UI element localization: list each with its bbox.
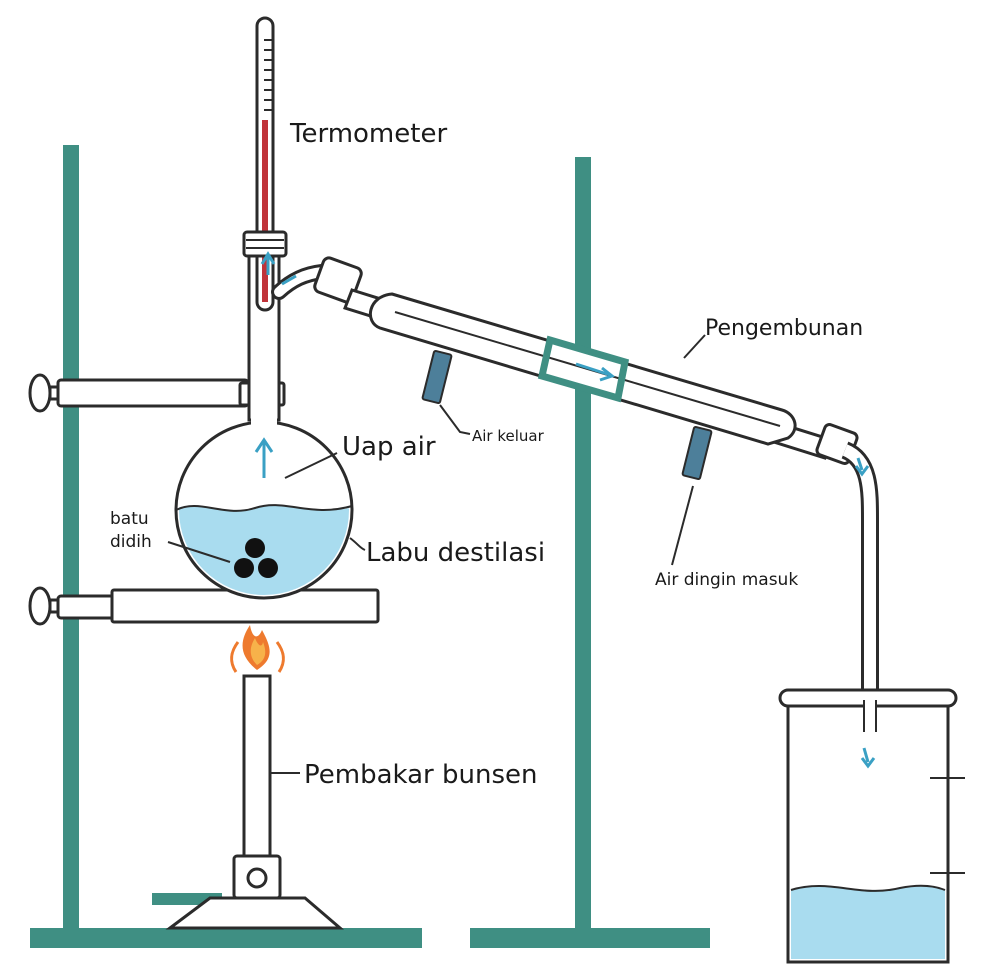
thermometer-stopper	[242, 230, 288, 258]
thermometer	[242, 16, 288, 312]
boiling-stones-icon	[234, 538, 278, 578]
label-vapor: Uap air	[342, 432, 436, 462]
neck-clamp-knob	[28, 373, 52, 413]
neck-clamp-arm	[56, 378, 250, 408]
leader-water-in	[671, 485, 694, 566]
right-stand-rod	[575, 157, 591, 935]
left-stand-base	[30, 928, 422, 948]
leader-vapor	[284, 452, 338, 479]
leader-water-out	[439, 404, 471, 435]
label-boiling-stones-1: batu	[110, 509, 149, 529]
side-arm-joint	[313, 256, 363, 304]
leader-boiling-stones	[167, 541, 231, 563]
label-thermometer: Termometer	[289, 119, 447, 149]
right-stand-base	[470, 928, 710, 948]
flask-support-clamp	[28, 586, 380, 626]
condenser-clamp	[537, 335, 630, 403]
water-in-hose	[681, 425, 713, 481]
burner-base	[165, 896, 345, 930]
label-condenser: Pengembunan	[705, 316, 863, 341]
label-boiling-stones-2: didih	[110, 532, 152, 552]
water-out-hose	[421, 349, 453, 405]
neck-clamp	[28, 373, 286, 413]
label-water-out: Air keluar	[472, 427, 545, 445]
label-water-in: Air dingin masuk	[655, 570, 798, 590]
left-stand-rod	[63, 145, 79, 935]
side-arm	[260, 251, 363, 304]
condenser-jacket	[369, 292, 797, 446]
beaker-water	[791, 885, 945, 959]
left-stand	[30, 145, 422, 948]
label-flask: Labu destilasi	[366, 538, 545, 568]
receiving-beaker	[778, 688, 965, 964]
label-burner: Pembakar bunsen	[304, 760, 537, 790]
leader-flask	[349, 537, 366, 551]
burner-tube	[242, 674, 272, 858]
support-clamp-knob	[28, 586, 52, 626]
flame-icon	[230, 625, 285, 673]
bunsen-burner	[152, 625, 345, 930]
thermometer-mercury	[262, 120, 268, 302]
delivery-tube	[840, 441, 879, 730]
leader-condenser	[683, 334, 706, 359]
